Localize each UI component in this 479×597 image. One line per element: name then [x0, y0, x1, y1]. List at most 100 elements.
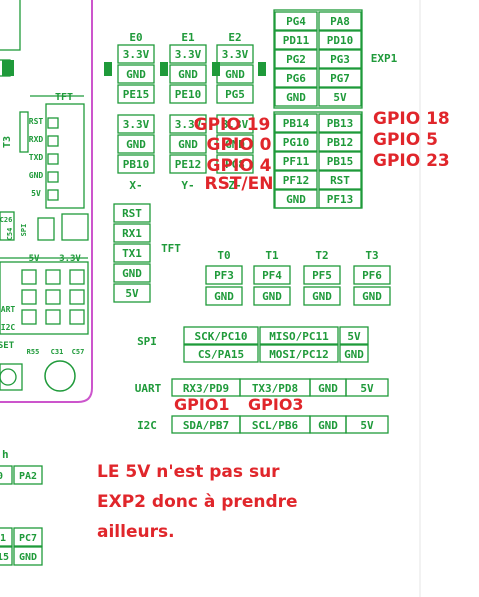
- left-cap-box: [61, 213, 89, 241]
- exp1-pin-box: [318, 151, 362, 171]
- exp1-pin-box: [318, 30, 362, 50]
- exp1-pin-label: PG10: [283, 136, 310, 149]
- left-bottom-box: [13, 527, 43, 547]
- tft-pin-label: RX1: [122, 227, 142, 240]
- thermistor-gnd-box: [303, 286, 341, 306]
- uart-pin-label: 5V: [360, 382, 374, 395]
- tft-top-pad: [47, 135, 59, 147]
- connector-pad: [160, 62, 168, 76]
- extruder-pin-label: GND: [178, 68, 198, 81]
- i2c-pin-label: SDA/PB7: [183, 419, 229, 432]
- extruder-pin-label: GND: [126, 68, 146, 81]
- left-pin-pad: [69, 309, 85, 325]
- tft-top-pin-label: RST: [29, 117, 44, 126]
- extruder-pin-label: PG5: [225, 88, 245, 101]
- extruder-pin-label: 3.3V: [222, 48, 249, 61]
- endstop-pin-box: [169, 134, 207, 154]
- endstop-pin-box: [169, 154, 207, 174]
- exp1-pin-label: PA8: [330, 15, 350, 28]
- spi-pin-label: CS/PA15: [198, 348, 244, 361]
- tft-top-pin-label: TXD: [29, 153, 44, 162]
- thermistor-pin-label: PF4: [262, 269, 282, 282]
- exp1-pin-box: [274, 49, 318, 69]
- exp1-pin-box: [318, 87, 362, 107]
- tft-top-pad: [47, 153, 59, 165]
- left-label: I2C: [1, 323, 16, 332]
- exp1-pin-label: PG4: [286, 15, 306, 28]
- left-bottom-box: [0, 527, 13, 547]
- left-bottom-box: [0, 546, 13, 566]
- switch-button: [0, 368, 17, 386]
- left-bottom-label: PA2: [19, 471, 37, 482]
- spi-label: SPI: [137, 335, 157, 348]
- spi-pin-box: [183, 326, 259, 345]
- left-pin-pad: [45, 269, 61, 285]
- endstop-pin-label: PB10: [123, 158, 150, 171]
- left-bottom-box: [13, 546, 43, 566]
- extruder-pin-box: [216, 84, 254, 104]
- tft-label: TFT: [161, 242, 181, 255]
- thermistor-pin-box: [353, 265, 391, 285]
- thermistor-label: T1: [265, 249, 279, 262]
- i2c-pin-label: 5V: [360, 419, 374, 432]
- exp1-pin-label: PF12: [283, 174, 310, 187]
- switch-outline: [0, 363, 23, 391]
- thermistor-label: T0: [217, 249, 230, 262]
- endstop-pin-box: [216, 134, 254, 154]
- thermistor-pin-box: [205, 265, 243, 285]
- exp1-pin-label: PG2: [286, 53, 306, 66]
- exp1-pin-box: [318, 11, 362, 31]
- component-label: C31: [51, 348, 64, 356]
- component-label: C26: [0, 216, 12, 224]
- i2c-pin-label: SCL/PB6: [252, 419, 299, 432]
- gpio-annotation: GPIO 18: [373, 109, 450, 129]
- endstop-label: Y-: [181, 179, 194, 192]
- endstop-pin-label: 3.3V: [222, 118, 249, 131]
- uart-label: UART: [135, 382, 162, 395]
- thermistor-pin-label: PF6: [362, 269, 382, 282]
- connector-pad: [212, 62, 220, 76]
- extruder-pin-label: 3.3V: [175, 48, 202, 61]
- note-text: LE 5V n'est pas sur: [97, 462, 280, 482]
- tft-pin-label: RST: [122, 207, 142, 220]
- extruder-label: E2: [228, 31, 241, 44]
- exp1-pin-label: PF13: [327, 193, 354, 206]
- tft-top-pin-label: 5V: [31, 189, 41, 198]
- extruder-pin-box: [117, 84, 155, 104]
- gpio-annotation: GPIO 5: [373, 130, 438, 150]
- component-label: C57: [72, 348, 85, 356]
- left-bottom-label: 0: [0, 471, 3, 482]
- thermistor-pin-label: PF5: [312, 269, 332, 282]
- thermistor-pin-label: PF3: [214, 269, 234, 282]
- exp1-pin-box: [318, 68, 362, 88]
- endstop-pin-box: [169, 114, 207, 134]
- endstop-pin-box: [117, 154, 155, 174]
- extruder-pin-label: PE10: [175, 88, 202, 101]
- spi-pin-box: [339, 344, 369, 363]
- left-pin-pad: [21, 289, 37, 305]
- exp1-pin-label: PB15: [327, 155, 354, 168]
- exp1-pin-label: PG7: [330, 72, 350, 85]
- exp1-pin-label: PD11: [283, 34, 310, 47]
- left-pin-label: 5V: [29, 254, 40, 264]
- exp1-pin-label: PB12: [327, 136, 354, 149]
- thermistor-label: T3: [365, 249, 378, 262]
- endstop-pin-label: GND: [225, 138, 245, 151]
- board-edge: [0, 0, 93, 403]
- gpio-annotation: GPIO 0: [207, 135, 272, 155]
- extruder-pin-box: [117, 44, 155, 64]
- left-label: ART: [1, 305, 16, 314]
- tft-top-pad: [47, 189, 59, 201]
- extruder-pin-box: [169, 64, 207, 84]
- exp1-pin-label: PB13: [327, 117, 354, 130]
- exp1-pin-box: [318, 113, 362, 133]
- left-component-outline: [0, 0, 21, 51]
- left-bottom-label: F15: [0, 552, 9, 563]
- component-label: R55: [27, 348, 40, 356]
- exp1-label: EXP1: [371, 52, 398, 65]
- endstop-label: Z-: [228, 179, 241, 192]
- thermistor-gnd-label: GND: [214, 290, 234, 303]
- exp1-pin-box: [318, 170, 362, 190]
- note-text: EXP2 donc à prendre: [97, 492, 298, 512]
- exp1-pin-label: 5V: [333, 91, 347, 104]
